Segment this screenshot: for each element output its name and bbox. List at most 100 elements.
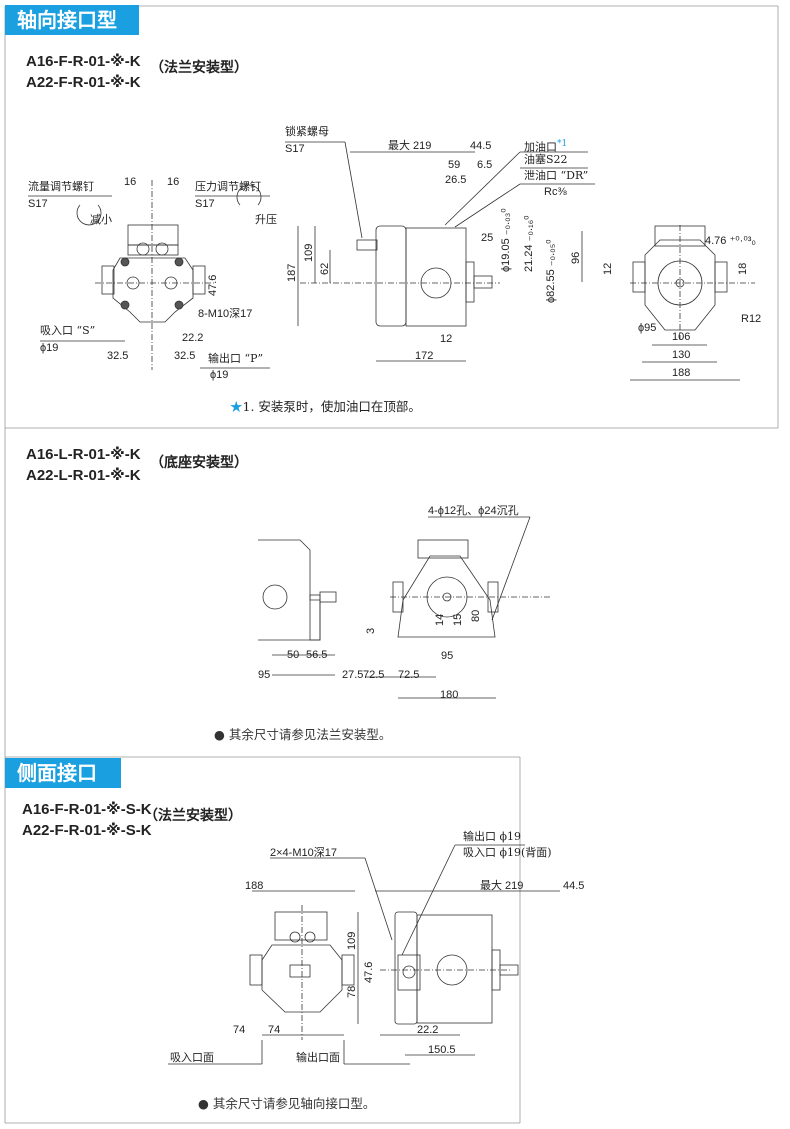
dim: 106 — [672, 331, 691, 343]
dim: 14 — [434, 613, 446, 626]
dim: 72.5 — [398, 669, 420, 681]
dim: 44.5 — [470, 140, 492, 152]
dim: 109 — [303, 243, 315, 262]
callout: ϕ19 — [210, 369, 229, 381]
dim: 16 — [167, 176, 180, 188]
callout: ϕ19 — [40, 342, 59, 354]
callout: S17 — [28, 198, 48, 210]
callout: 压力调节螺钉 — [195, 180, 261, 193]
mount-type: （法兰安装型） — [150, 60, 248, 76]
dim: 109 — [346, 931, 358, 950]
dim: 22.2 — [417, 1024, 439, 1036]
footnote: ★1. 安装泵时，使加油口在顶部。 — [230, 399, 421, 414]
model-title: A22-L-R-01-※-K — [26, 467, 141, 484]
callout: 输出口 ϕ19 — [463, 830, 521, 843]
dim: 74 — [233, 1024, 246, 1036]
model-title: A16-F-R-01-※-K — [26, 53, 141, 70]
dim: 6.5 — [477, 159, 493, 171]
dim: R12 — [741, 313, 762, 325]
dim: 最大 219 — [388, 140, 432, 152]
dim: 15 — [452, 613, 464, 626]
dim: 74 — [268, 1024, 281, 1036]
dim: 3 — [365, 627, 377, 634]
dim: 180 — [440, 689, 459, 701]
model-title: A16-F-R-01-※-S-K — [22, 801, 152, 818]
dim: 130 — [672, 349, 691, 361]
page-frame — [4, 5, 779, 1124]
section-header-axial: 轴向接口型 — [5, 5, 139, 35]
mount-type: （底座安装型） — [150, 455, 248, 471]
dim: 96 — [570, 251, 582, 264]
dim: ϕ19.05 ₋₀.₀₃⁰ — [500, 208, 512, 272]
callout: S17 — [195, 198, 215, 210]
model-title: A22-F-R-01-※-S-K — [22, 822, 152, 839]
model-title: A16-L-R-01-※-K — [26, 446, 141, 463]
dim: 59 — [448, 159, 461, 171]
footnote-marker: *1 — [557, 139, 568, 149]
callout: 输出口面 — [296, 1051, 340, 1064]
callout: 2×4-M10深17 — [270, 847, 337, 859]
star-icon: ★ — [230, 399, 243, 414]
dim: 78 — [346, 985, 358, 998]
dim: 80 — [470, 609, 482, 622]
dim: 95 — [258, 669, 271, 681]
callout: 吸入口面 — [170, 1051, 214, 1064]
dim: 187 — [286, 263, 298, 282]
dim: 4.76 ⁺⁰·⁰³₀ — [705, 235, 756, 247]
dim: 62 — [319, 262, 331, 275]
callout: 油塞S22 — [524, 153, 568, 166]
foot-side-drawing — [258, 539, 337, 676]
callout: 锁紧螺母 — [285, 125, 329, 138]
dim: 21.24 ₋₀.₁₆⁰ — [523, 215, 535, 272]
fill-port-label: 加油口 — [524, 140, 557, 154]
dim: ϕ82.55 ₋₀.₀₅⁰ — [545, 239, 557, 303]
dim: 32.5 — [107, 350, 129, 362]
callout: 输出口 “P” — [208, 352, 264, 365]
side-port-front-drawing — [168, 890, 410, 1065]
callout: 吸入口 ϕ19(背面) — [463, 846, 552, 859]
dim: 25 — [481, 232, 494, 244]
front-view-drawing — [28, 180, 270, 370]
callout: 吸入口 “S” — [40, 324, 96, 337]
footnote-text: 1. 安装泵时，使加油口在顶部。 — [242, 399, 421, 414]
dim: 18 — [737, 262, 749, 275]
dim: 32.5 — [174, 350, 196, 362]
callout: 升压 — [255, 213, 277, 226]
callout: 加油口*1 — [524, 138, 567, 154]
callout: 流量调节螺钉 — [28, 180, 94, 193]
dim: ϕ95 — [638, 322, 657, 334]
dim: 56.5 — [306, 649, 328, 661]
dim: 44.5 — [563, 880, 585, 892]
dim: 12 — [440, 333, 453, 345]
dim: 172 — [415, 350, 434, 362]
dim: 47.6 — [207, 274, 219, 296]
dim: 188 — [245, 880, 264, 892]
callout: Rc⅜ — [544, 186, 567, 198]
dim: 16 — [124, 176, 137, 188]
dim: 22.2 — [182, 332, 204, 344]
callout: 减小 — [90, 213, 112, 226]
callout: 8-M10深17 — [198, 308, 253, 320]
dim: 150.5 — [428, 1044, 456, 1056]
dim: 50 — [287, 649, 300, 661]
dim: 72.5 — [363, 669, 385, 681]
dim: 26.5 — [445, 174, 467, 186]
dim: 95 — [441, 650, 454, 662]
foot-front-drawing — [366, 516, 550, 699]
model-title: A22-F-R-01-※-K — [26, 74, 141, 91]
side-port-side-drawing — [270, 844, 560, 1056]
dim: 47.6 — [363, 961, 375, 983]
section-header-side: 侧面接口型 — [5, 758, 121, 811]
callout: 泄油口 “DR” — [524, 169, 589, 182]
dim: 188 — [672, 367, 691, 379]
dim: 27.5 — [342, 669, 364, 681]
footnote: ● 其余尺寸请参见轴向接口型。 — [198, 1096, 376, 1111]
dim: 最大 219 — [480, 880, 524, 892]
callout: 4-ϕ12孔、ϕ24沉孔 — [428, 505, 519, 517]
mount-type: （法兰安装型） — [144, 808, 242, 824]
end-view-drawing — [630, 225, 755, 381]
side-view-drawing — [285, 141, 595, 362]
callout: S17 — [285, 143, 305, 155]
